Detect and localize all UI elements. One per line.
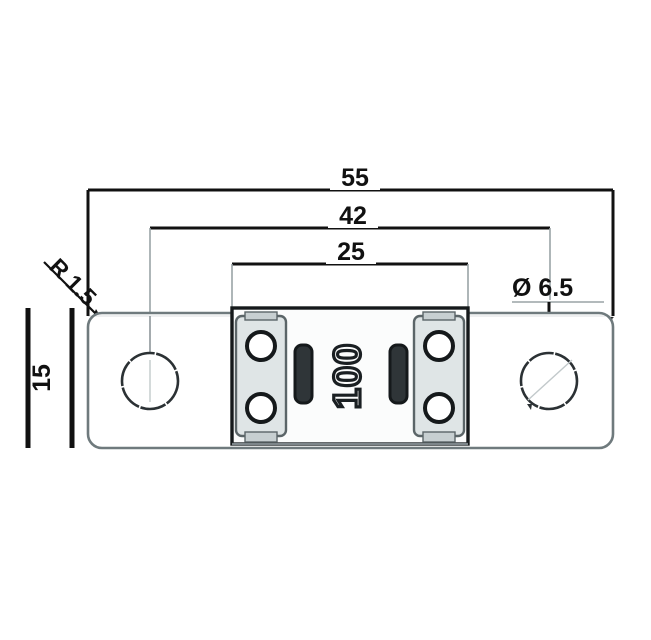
dimension-25-text-bg: [326, 240, 376, 264]
dimension-55-label: 55: [341, 164, 369, 192]
marking-badge-right-icon: [388, 343, 409, 405]
fuse-rating-marking: 100: [327, 343, 369, 409]
fuse-body-group: 100: [230, 306, 470, 446]
terminal-left-rivet-top: [245, 330, 277, 362]
dimension-42-label: 42: [339, 202, 367, 230]
dimension-15-label: 15: [28, 364, 56, 392]
terminal-block-right: [412, 311, 466, 443]
mounting-hole-right-notch: [527, 404, 532, 410]
terminal-left-tab-top: [244, 311, 278, 321]
dimension-25-label: 25: [337, 238, 365, 266]
dimension-r15-label: R 1.5: [44, 253, 101, 310]
terminal-right-rivet-bottom: [423, 392, 455, 424]
dimension-15-group: 15: [25, 308, 75, 448]
marking-badge-left-icon: [293, 343, 314, 405]
terminal-left-rivet-bottom: [245, 392, 277, 424]
terminal-block-left: [234, 311, 288, 443]
dimension-diameter-label: Ø 6.5: [512, 274, 573, 302]
mounting-hole-right-group: [519, 351, 579, 411]
dimension-42-text-bg: [328, 204, 378, 228]
mounting-hole-left-group: [120, 316, 180, 411]
terminal-right-tab-top: [422, 311, 456, 321]
terminal-left-tab-bottom: [244, 431, 278, 443]
dimension-55-group: 55: [86, 164, 615, 316]
terminal-right-rivet-top: [423, 330, 455, 362]
terminal-right-tab-bottom: [422, 431, 456, 443]
dimension-42-group: 42: [149, 202, 551, 360]
dimension-r15-leader: [43, 261, 104, 322]
dimension-55-text-bg: [330, 166, 380, 190]
dimension-25-group: 25: [231, 238, 469, 312]
mounting-hole-right-centerline: [527, 359, 573, 401]
